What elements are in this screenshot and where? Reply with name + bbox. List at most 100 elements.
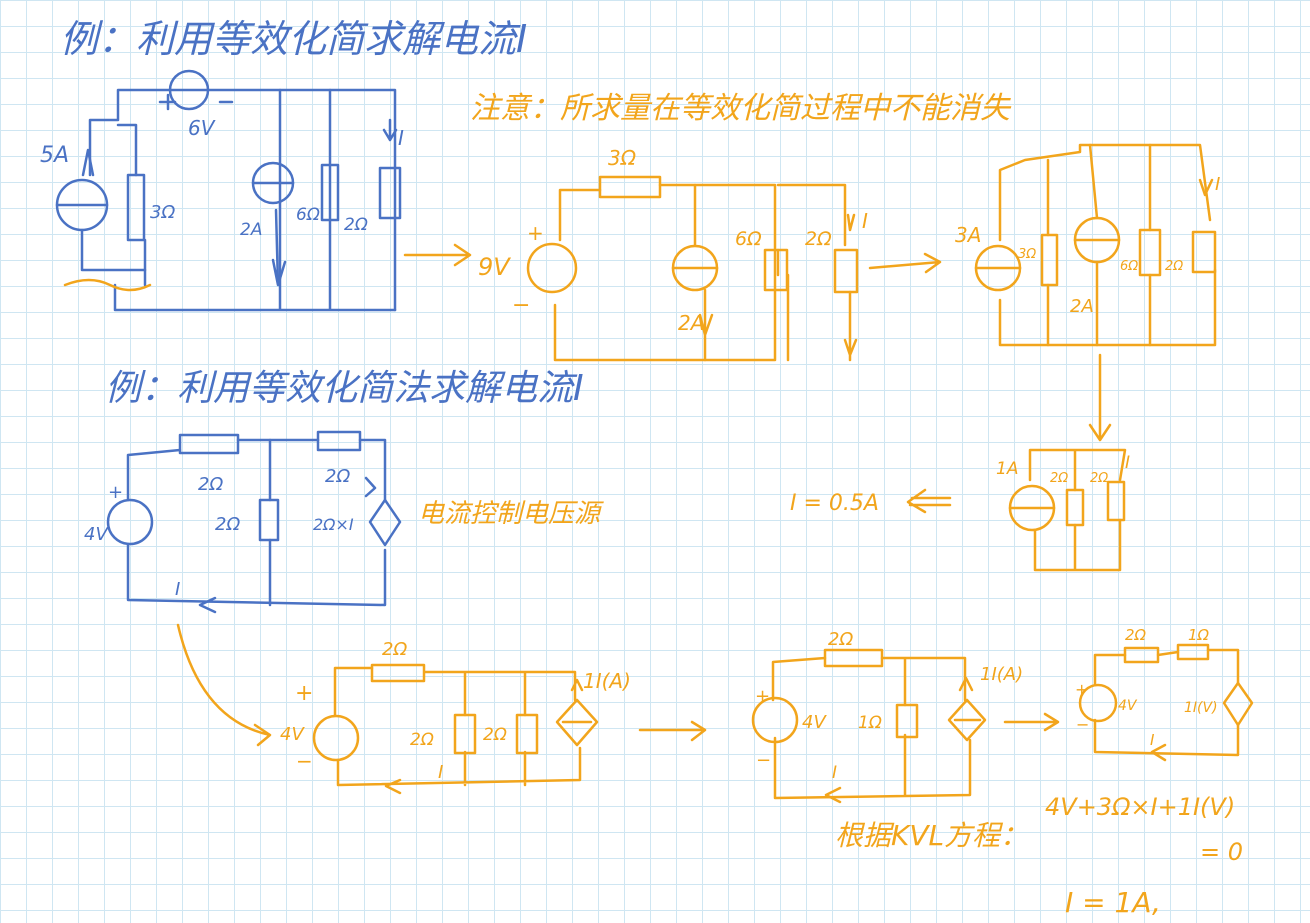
ex1-c3-src-i2: 2A — [1070, 296, 1094, 317]
ex1-c4-src-i: 1A — [996, 459, 1018, 479]
ex2-c2-plus: + — [295, 681, 313, 706]
ex2-c2-minus: − — [296, 749, 313, 773]
resistor-6ohm-symbol — [320, 163, 340, 222]
resistor-2ohm-symbol — [453, 713, 477, 755]
resistor-2ohm-symbol — [1123, 646, 1160, 664]
ex2-c2-r1: 2Ω — [382, 639, 407, 660]
resistor-3ohm-symbol — [126, 173, 146, 242]
ex1-c3-cur: I — [1215, 174, 1220, 195]
ex2-c1-src-v: 4V — [84, 524, 109, 545]
ex1-c3-r3: 2Ω — [1165, 259, 1183, 274]
resistor-2ohm-symbol — [1106, 480, 1126, 522]
ex2-c4-cur: I — [1150, 731, 1155, 749]
ex2-c4-src-v: 4V — [1118, 698, 1138, 714]
ex1-c1-src-v: 6V — [188, 116, 216, 140]
ex1-circuit-3 — [974, 143, 1217, 347]
ex2-c3-r1: 2Ω — [828, 629, 853, 650]
ex1-c1-src-i2: 2A — [240, 220, 262, 240]
ex2-c3-dep: 1I(A) — [980, 664, 1023, 685]
ex1-c1-r1: 3Ω — [150, 202, 175, 223]
ex1-c1-r3: 2Ω — [344, 215, 368, 235]
ex2-c1-cur: I — [175, 579, 180, 600]
resistor-2ohm-symbol — [378, 166, 402, 220]
ex2-circuit-4 — [1078, 643, 1254, 762]
ex1-c4-r2: 2Ω — [1090, 471, 1108, 486]
ex2-c2-r2: 2Ω — [410, 730, 434, 750]
voltage-source-4v-symbol — [751, 696, 799, 744]
ex2-circuit-3 — [751, 648, 987, 804]
ex2-c2-src-v: 4V — [280, 724, 305, 745]
dependent-source-diamond-symbol — [555, 698, 599, 747]
ex1-c2-cur: I — [862, 209, 868, 233]
ex2-c4-r2: 1Ω — [1188, 626, 1210, 644]
ex2-c4-dep: 1I(V) — [1184, 700, 1218, 716]
ex2-c4-minus: − — [1076, 715, 1089, 734]
voltage-source-4v-symbol — [1078, 683, 1118, 723]
ex1-circuit-2 — [526, 175, 859, 362]
ex2-kvl-label: 根据KVL方程： — [835, 819, 1028, 852]
handwritten-labels: 例：利用等效化简求解电流I 注意：所求量在等效化简过程中不能消失 5A 6V 3… — [40, 17, 1243, 919]
ex1-c3-src-i: 3A — [955, 223, 981, 247]
ex1-circuit-4 — [1008, 448, 1127, 572]
resistor-2ohm-symbol — [370, 663, 426, 683]
ex2-c2-cur: I — [438, 762, 443, 783]
resistor-2ohm-symbol — [1065, 488, 1085, 527]
ex2-c3-cur: I — [832, 763, 837, 783]
ex1-title: 例：利用等效化简求解电流I — [60, 17, 527, 61]
voltage-source-9v-symbol — [526, 242, 578, 294]
ex2-c1-r2: 2Ω — [325, 466, 350, 487]
voltage-source-4v-symbol — [312, 714, 360, 762]
resistor-2ohm-symbol — [1191, 230, 1217, 274]
ex2-c4-r1: 2Ω — [1125, 626, 1147, 644]
ex1-c2-r2: 6Ω — [735, 228, 762, 250]
ex1-c4-r1: 2Ω — [1050, 471, 1068, 486]
ex2-c1-ccvs: 2Ω×I — [313, 515, 354, 534]
ex1-c3-r1: 3Ω — [1018, 247, 1036, 262]
resistor-2ohm-symbol — [178, 433, 240, 455]
voltage-source-4v-symbol — [106, 498, 154, 546]
resistor-1ohm-symbol — [895, 703, 919, 739]
ex2-circuit-1 — [106, 430, 402, 614]
ex2-c2-r3: 2Ω — [483, 725, 507, 745]
ex1-c2-plus: + — [527, 221, 544, 245]
resistor-6ohm-symbol — [1138, 228, 1162, 277]
ex2-c3-src-v: 4V — [802, 712, 827, 733]
ex2-c1-plus: + — [108, 482, 123, 503]
ex1-c2-minus: − — [512, 293, 530, 318]
resistor-2ohm-symbol — [833, 248, 859, 294]
ex2-c1-r3: 2Ω — [215, 514, 240, 535]
ex2-ccvs-note: 电流控制电压源 — [418, 499, 604, 529]
resistor-3ohm-symbol — [1040, 233, 1059, 287]
ex2-c3-plus: + — [755, 686, 770, 707]
resistor-2ohm-symbol — [258, 498, 280, 542]
dependent-source-diamond-symbol — [1222, 681, 1254, 727]
ex2-title: 例：利用等效化简法求解电流I — [105, 368, 584, 409]
ex2-kvl-equation: 4V+3Ω×I+1I(V) — [1045, 793, 1235, 821]
ccvs-diamond-symbol — [368, 498, 402, 547]
ex1-c4-cur: I — [1125, 453, 1130, 473]
resistor-3ohm-symbol — [598, 175, 662, 199]
resistor-2ohm-symbol — [823, 648, 884, 668]
ex2-c2-dep: 1I(A) — [583, 669, 631, 693]
ex1-c3-r2: 6Ω — [1120, 259, 1138, 274]
resistor-1ohm-symbol — [1176, 643, 1210, 661]
ex1-c1-src-i: 5A — [40, 143, 69, 168]
ex1-c2-src-i: 2A — [678, 311, 704, 335]
ex2-answer: I = 1A, — [1065, 886, 1161, 919]
resistor-6ohm-symbol — [763, 248, 789, 292]
ex2-c4-plus: + — [1075, 680, 1088, 699]
ex1-c2-r1: 3Ω — [608, 146, 637, 170]
ex1-c1-r2: 6Ω — [296, 205, 320, 225]
resistor-2ohm-symbol — [316, 430, 362, 452]
ex2-c1-r1: 2Ω — [198, 474, 223, 495]
resistor-2ohm-symbol — [515, 713, 539, 755]
ex1-c2-r3: 2Ω — [805, 228, 832, 250]
ex1-note: 注意：所求量在等效化简过程中不能消失 — [470, 91, 1012, 126]
ex2-c3-r2: 1Ω — [858, 713, 882, 733]
ex1-result: I = 0.5A — [790, 491, 879, 516]
ex2-circuit-2 — [312, 663, 599, 795]
ex1-c2-src-v: 9V — [478, 253, 511, 281]
ex1-c1-cur: I — [398, 126, 404, 150]
ex2-kvl-equation-rhs: = 0 — [1200, 838, 1243, 866]
